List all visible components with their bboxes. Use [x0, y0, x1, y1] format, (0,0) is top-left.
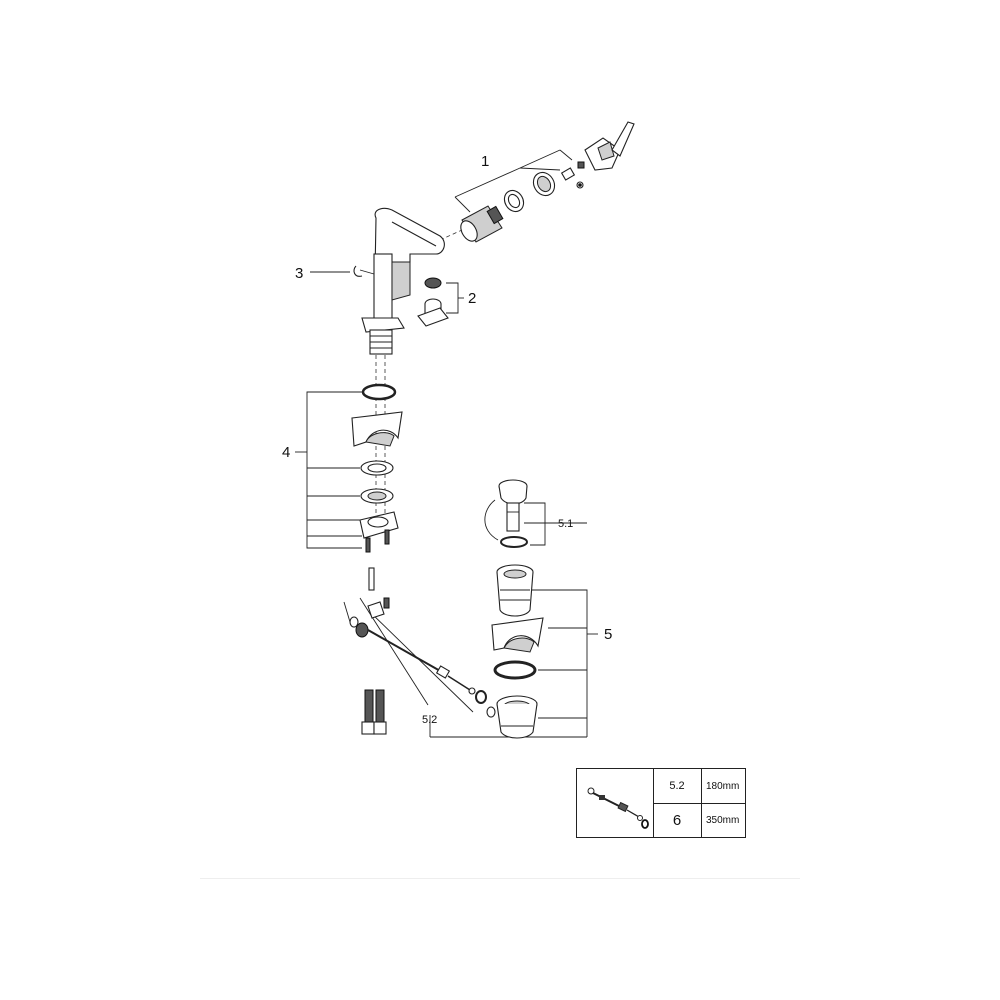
drain-body: [486, 695, 538, 739]
assembly-5-popup-waste: 5 5.1: [484, 479, 612, 739]
variant-length: 180mm: [706, 780, 740, 792]
callout-2: 2: [468, 290, 476, 307]
assembly-5-2-popup-linkage: 5.2: [343, 597, 587, 738]
assembly-4-mounting-kit: 4: [282, 383, 403, 553]
linkage-thumbnail: [577, 769, 654, 837]
pivot-rod: [368, 567, 375, 591]
faucet-body: 3: [295, 207, 445, 520]
callout-5-1: 5.1: [558, 518, 573, 530]
callout-5-2: 5.2: [422, 714, 437, 726]
drain-flange: [496, 564, 534, 617]
assembly-1-cartridge-handle: 1: [439, 121, 635, 243]
variant-row-6: 6 350mm: [653, 803, 745, 837]
callout-4: 4: [282, 444, 290, 461]
supply-hoses: [361, 689, 387, 735]
variant-number: 6: [653, 803, 702, 837]
cartridge: [439, 205, 504, 243]
linkage-thumbnail-icon: [587, 787, 649, 829]
assembly-5-1-plug: 5.1: [484, 479, 573, 548]
variant-row-5-2: 5.2 180mm: [653, 769, 745, 804]
variant-length-table: 5.2 180mm 6 350mm: [576, 768, 746, 838]
adapter-screw: [560, 161, 585, 189]
callout-5: 5: [604, 626, 612, 643]
footer-rule: [200, 878, 800, 879]
bonnet-nut: [503, 189, 525, 213]
lever-handle: [584, 121, 635, 171]
callout-1: 1: [481, 153, 489, 170]
assembly-2-aerator: 2: [417, 277, 476, 327]
variant-length: 350mm: [706, 814, 740, 826]
variant-number: 5.2: [653, 769, 702, 803]
trim-ring: [532, 171, 556, 197]
callout-3: 3: [295, 265, 303, 282]
waste-gasket: [491, 617, 544, 653]
